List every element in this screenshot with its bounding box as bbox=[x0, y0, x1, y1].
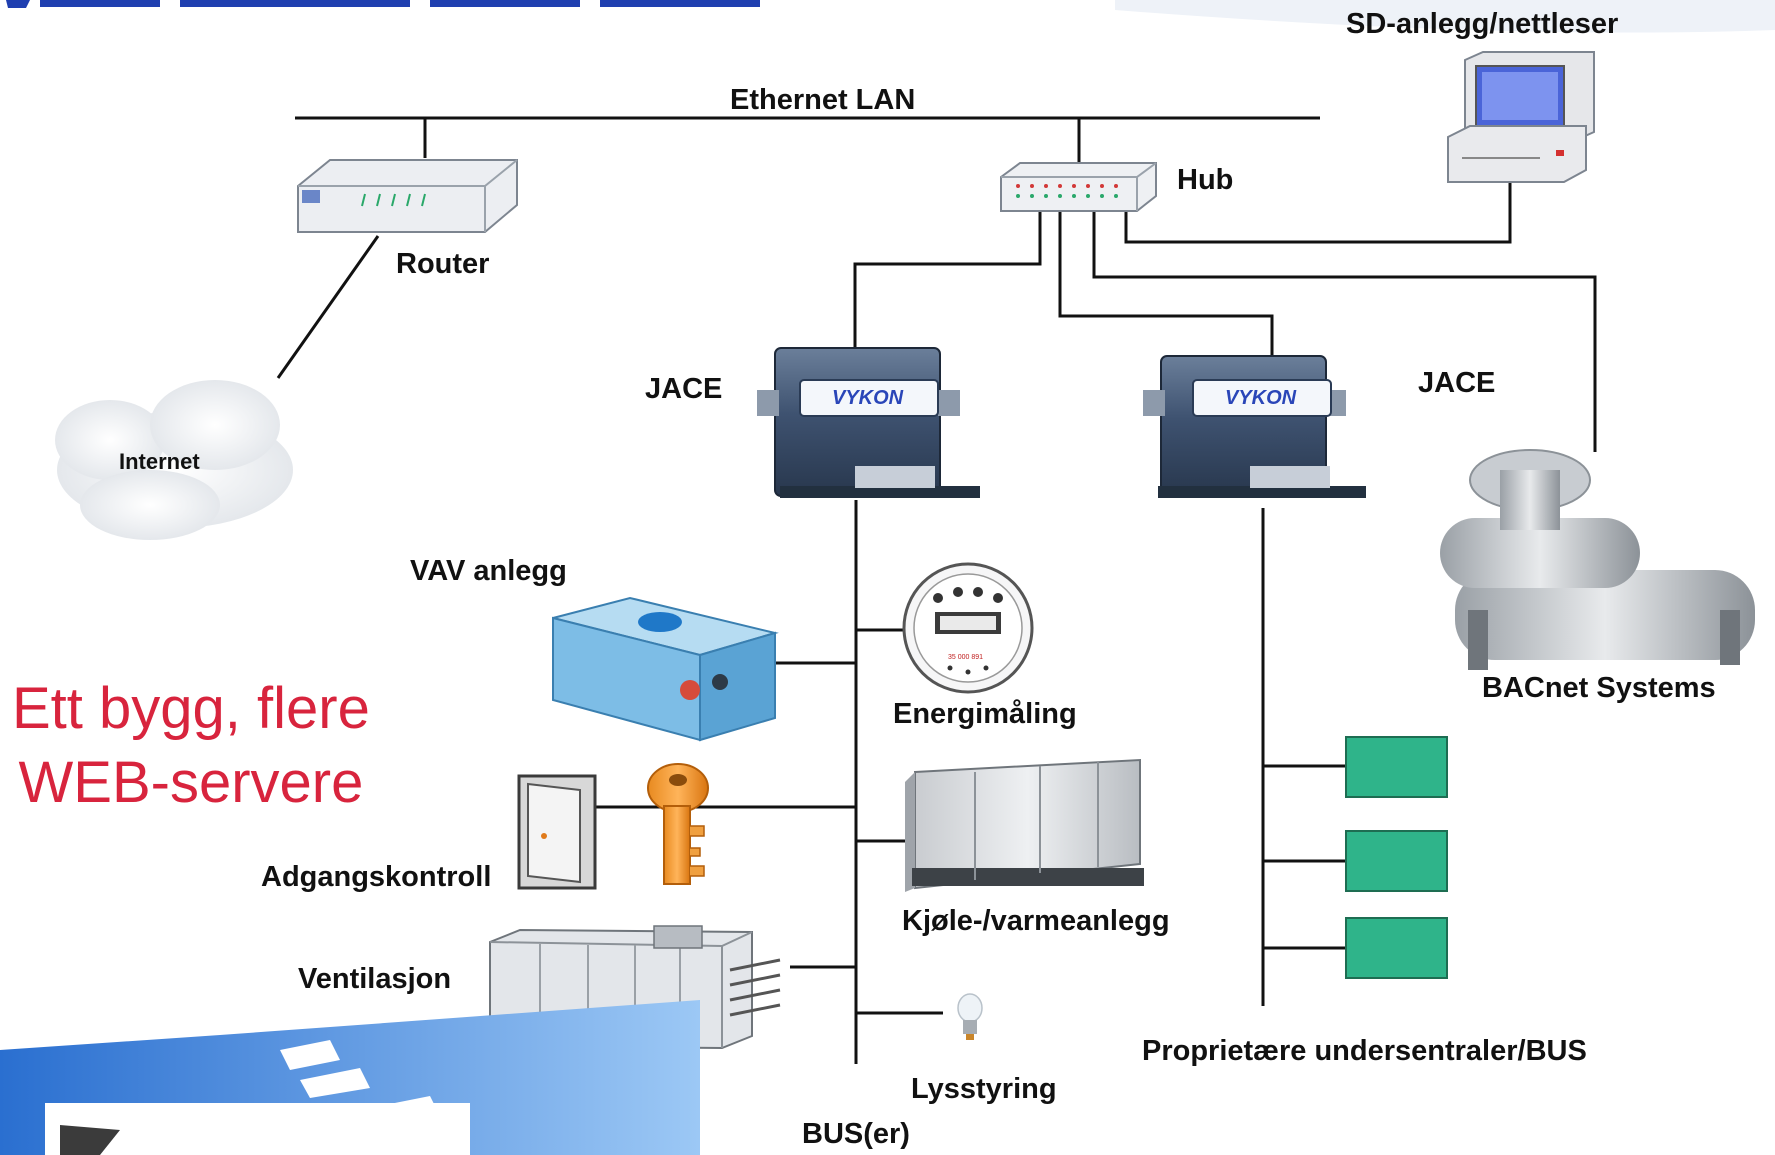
bacnet-chiller-image bbox=[1440, 449, 1755, 670]
jace-left-label: JACE bbox=[645, 373, 723, 405]
proprietary-subcentral-boxes bbox=[1345, 736, 1448, 979]
internet-label: Internet bbox=[119, 449, 200, 474]
subcentral-box-2 bbox=[1345, 830, 1448, 892]
door-icon bbox=[517, 774, 597, 890]
cooling-heating-cabinet-image bbox=[905, 758, 1144, 892]
meter-reading: 35 000 891 bbox=[948, 654, 984, 661]
jace-right-label: JACE bbox=[1418, 367, 1496, 399]
router-icon bbox=[297, 159, 518, 233]
hub-to-bacnet-line bbox=[1092, 212, 1597, 452]
vykon-logo-right: VYKON bbox=[1225, 387, 1297, 409]
ethernet-lan-label: Ethernet LAN bbox=[730, 84, 916, 116]
router-label: Router bbox=[396, 248, 490, 280]
slogan-line-1: Ett bygg, flere bbox=[12, 676, 370, 741]
lysstyring-label: Lysstyring bbox=[911, 1073, 1057, 1105]
vav-label: VAV anlegg bbox=[410, 555, 567, 587]
kjole-varmeanlegg-label: Kjøle-/varmeanlegg bbox=[902, 905, 1170, 937]
jace-right-device bbox=[1143, 355, 1366, 498]
background-decoration bbox=[1115, 0, 1775, 33]
light-bulb-icon bbox=[957, 993, 983, 1040]
energimaling-label: Energimåling bbox=[893, 698, 1077, 730]
hub-label: Hub bbox=[1177, 164, 1234, 196]
internet-cloud-icon bbox=[55, 380, 293, 540]
computer-icon bbox=[1447, 51, 1595, 183]
internet-link-line bbox=[276, 235, 380, 379]
subcentral-box-3 bbox=[1345, 917, 1448, 979]
proprietaere-label: Proprietære undersentraler/BUS bbox=[1142, 1035, 1587, 1067]
hub-to-pc-line bbox=[1124, 182, 1512, 244]
sd-anlegg-label: SD-anlegg/nettleser bbox=[1346, 8, 1619, 40]
slogan-text: Ett bygg, flere WEB-servere bbox=[12, 672, 370, 820]
bacnet-label: BACnet Systems bbox=[1482, 672, 1716, 704]
background-decoration-bottom bbox=[0, 1000, 700, 1155]
adgangskontroll-label: Adgangskontroll bbox=[261, 861, 492, 893]
key-icon bbox=[647, 763, 709, 885]
ventilasjon-label: Ventilasjon bbox=[298, 963, 452, 995]
connection-lines bbox=[276, 116, 1597, 1064]
vykon-logo-left: VYKON bbox=[832, 387, 904, 409]
hub-to-jace-right-line bbox=[1058, 212, 1274, 356]
hub-to-jace-left-line bbox=[853, 212, 1042, 348]
vav-unit-image bbox=[552, 596, 779, 742]
energy-meter-image bbox=[902, 562, 1034, 694]
subcentral-box-1 bbox=[1345, 736, 1448, 798]
jace-left-device bbox=[757, 347, 980, 498]
bus-label: BUS(er) bbox=[802, 1118, 910, 1150]
title-fragment bbox=[0, 0, 800, 8]
slogan-line-2: WEB-servere bbox=[18, 750, 364, 815]
hub-icon bbox=[1000, 162, 1157, 212]
